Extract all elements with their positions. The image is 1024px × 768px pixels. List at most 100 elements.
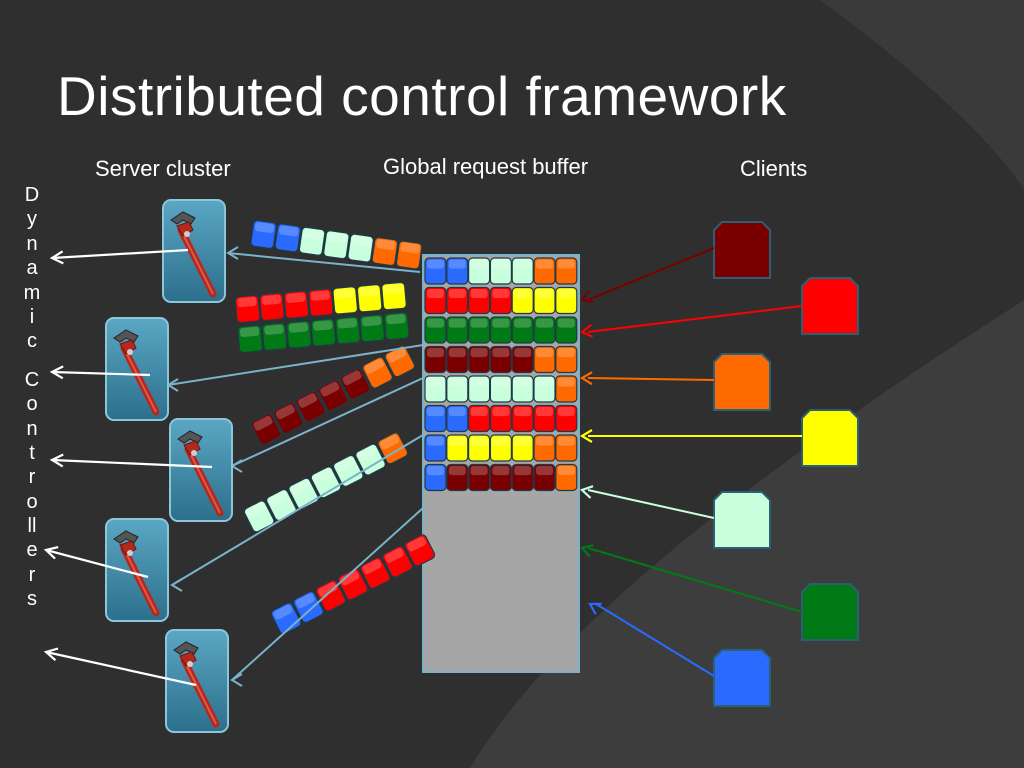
cell-highlight bbox=[448, 289, 466, 299]
wrench-nut bbox=[127, 349, 133, 355]
request-cell-red bbox=[307, 288, 334, 317]
client-box-orange bbox=[713, 353, 771, 411]
client-box-yellow bbox=[801, 409, 859, 467]
wrench-head bbox=[183, 440, 201, 456]
cell-highlight bbox=[303, 228, 323, 240]
request-cell-pale-green bbox=[533, 375, 556, 403]
cell-highlight bbox=[400, 242, 420, 254]
pipe-wrench-icon bbox=[113, 530, 160, 617]
cell-highlight bbox=[470, 466, 488, 476]
request-cell-blue bbox=[424, 257, 447, 285]
background-arc bbox=[820, 0, 1024, 190]
cell-highlight bbox=[557, 259, 575, 269]
cell-highlight bbox=[279, 225, 299, 237]
cell-highlight bbox=[470, 259, 488, 269]
cell-highlight bbox=[557, 407, 575, 417]
cell-highlight bbox=[362, 316, 382, 327]
cell-highlight bbox=[448, 318, 466, 328]
connector-arrowhead bbox=[170, 578, 183, 592]
global-request-buffer-label: Global request buffer bbox=[383, 154, 589, 179]
client-arrowhead bbox=[579, 543, 594, 558]
request-cell-yellow bbox=[511, 286, 534, 315]
cell-highlight bbox=[386, 313, 406, 325]
request-cell-yellow bbox=[555, 286, 578, 315]
request-cell-green bbox=[286, 320, 312, 349]
request-cell-red bbox=[446, 286, 469, 315]
request-cell-dark-red bbox=[250, 413, 282, 446]
request-cell-red bbox=[359, 556, 391, 589]
wrench-handle-shine bbox=[180, 229, 214, 295]
request-cell-red bbox=[234, 294, 261, 324]
cell-highlight bbox=[261, 294, 282, 305]
cell-highlight bbox=[557, 466, 575, 476]
request-cell-orange bbox=[377, 432, 409, 465]
controller-arrowhead bbox=[43, 647, 59, 662]
cell-highlight bbox=[380, 434, 400, 450]
request-cell-green bbox=[334, 316, 361, 345]
request-cell-blue bbox=[270, 602, 302, 635]
request-cell-pale-green bbox=[298, 226, 326, 256]
client-arrow bbox=[587, 377, 715, 381]
request-cell-dark-red bbox=[295, 390, 327, 423]
buffer-connector bbox=[227, 252, 421, 273]
cell-highlight bbox=[470, 377, 488, 387]
cell-highlight bbox=[492, 436, 510, 446]
cell-highlight bbox=[557, 348, 575, 358]
cell-highlight bbox=[383, 284, 404, 295]
client-box-blue bbox=[713, 649, 771, 707]
cell-highlight bbox=[492, 289, 510, 299]
request-cell-blue bbox=[424, 434, 447, 462]
cell-highlight bbox=[286, 292, 306, 303]
client-arrowhead bbox=[579, 485, 594, 499]
cell-highlight bbox=[557, 436, 575, 446]
client-arrow bbox=[587, 247, 715, 301]
cell-highlight bbox=[313, 320, 333, 331]
client-box-dark-red bbox=[713, 221, 771, 279]
request-cell-orange bbox=[533, 434, 556, 462]
wrench-handle-shine bbox=[183, 659, 217, 725]
request-cell-green bbox=[261, 322, 288, 351]
cell-highlight bbox=[364, 359, 384, 374]
cell-highlight bbox=[514, 407, 532, 417]
side-label-letter: t bbox=[29, 441, 35, 464]
cell-highlight bbox=[310, 290, 330, 301]
cell-highlight bbox=[536, 259, 553, 269]
client-arrowhead bbox=[579, 371, 593, 386]
request-cell-pale-green bbox=[511, 257, 534, 285]
cell-highlight bbox=[470, 407, 488, 417]
cell-highlight bbox=[275, 404, 295, 420]
cell-highlight bbox=[536, 348, 553, 358]
client-arrow bbox=[587, 489, 715, 519]
wrench-jaw bbox=[173, 641, 199, 655]
cell-highlight bbox=[253, 415, 273, 431]
cell-highlight bbox=[295, 593, 315, 609]
request-cell-pale-green bbox=[310, 466, 342, 499]
cell-highlight bbox=[427, 259, 444, 269]
request-cell-green bbox=[468, 316, 491, 344]
request-cell-red bbox=[489, 404, 512, 433]
cell-highlight bbox=[514, 466, 532, 476]
side-label-letter: y bbox=[27, 208, 37, 231]
buffer-connector bbox=[231, 377, 424, 467]
cell-highlight bbox=[557, 289, 575, 299]
wrench-head bbox=[119, 540, 137, 556]
server-cluster-label: Server cluster bbox=[95, 156, 231, 181]
cell-highlight bbox=[237, 296, 257, 308]
side-label-letter bbox=[22, 354, 42, 368]
side-label-letter: e bbox=[26, 539, 38, 562]
buffer-connector bbox=[231, 507, 424, 681]
request-cell-pale-green bbox=[468, 375, 491, 403]
cell-highlight bbox=[246, 502, 266, 518]
request-cell-green bbox=[237, 324, 264, 354]
buffer-connector bbox=[171, 434, 424, 586]
cell-highlight bbox=[557, 377, 575, 387]
request-cell-red bbox=[382, 545, 413, 578]
request-cell-blue bbox=[446, 257, 469, 285]
cell-highlight bbox=[536, 377, 553, 387]
cell-highlight bbox=[448, 377, 466, 387]
request-cell-yellow bbox=[446, 434, 469, 462]
request-cell-dark-red bbox=[511, 345, 534, 374]
slide-title: Distributed control framework bbox=[57, 65, 787, 127]
client-arrowhead bbox=[588, 602, 602, 615]
client-arrowhead bbox=[579, 429, 593, 443]
